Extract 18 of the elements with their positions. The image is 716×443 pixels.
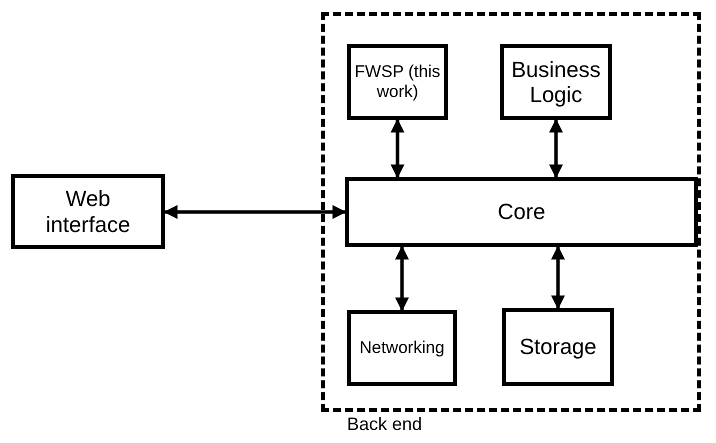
component-label: Web interface [44,186,132,237]
component-box [502,308,614,386]
component-label: Networking [358,338,446,358]
component-box [11,174,165,249]
component-box [345,177,698,247]
arrow [390,118,404,178]
group-label: Back end [347,414,422,435]
component-box [500,44,612,120]
component-label: Storage [518,334,598,360]
arrow [395,246,409,312]
arrow [551,246,565,310]
component-label: Core [496,199,546,225]
arrow [549,118,563,178]
component-label: FWSP (this work) [354,62,442,102]
component-label: Business Logic [510,56,602,108]
component-box [347,44,448,120]
component-box [347,310,457,386]
arrow [164,205,346,219]
